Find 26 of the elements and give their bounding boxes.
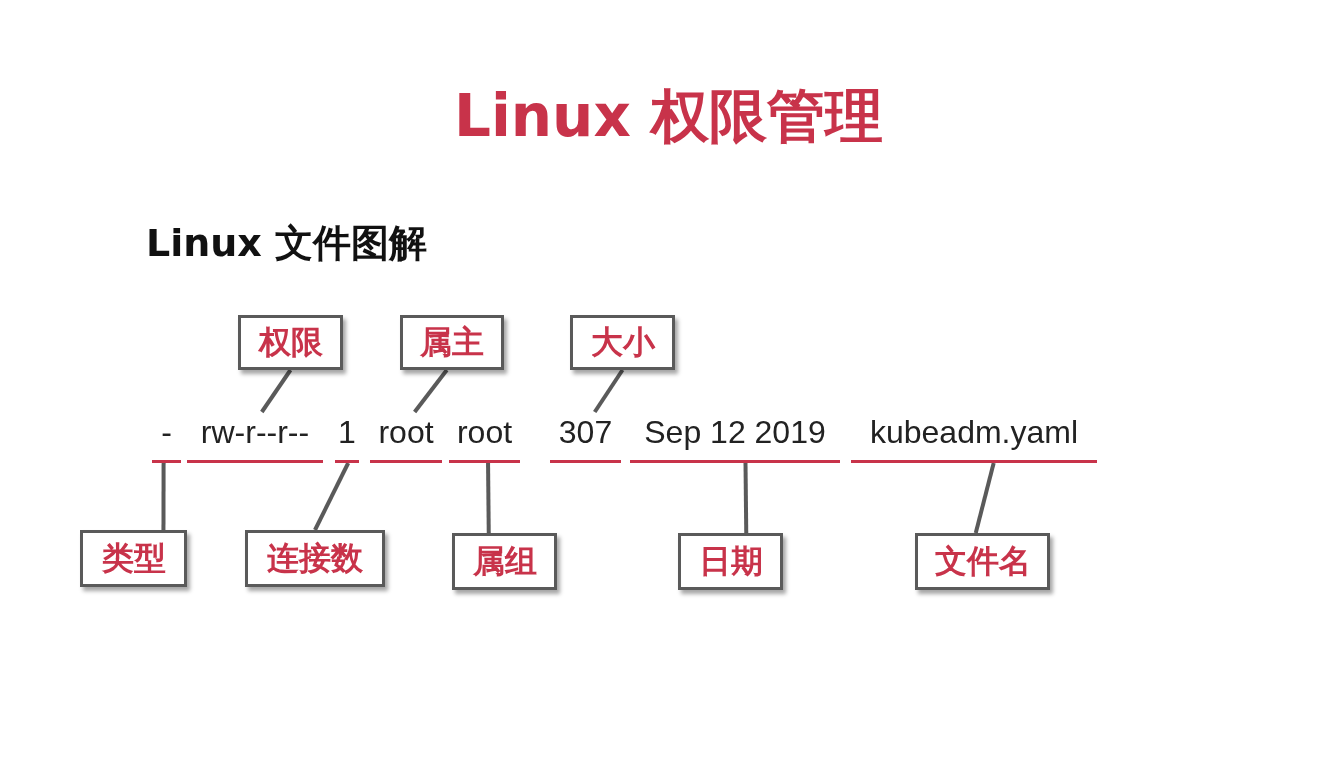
underlined-text: 1 — [335, 412, 359, 463]
leader-line — [313, 462, 350, 531]
underlined-text: rw-r--r-- — [187, 412, 323, 463]
underlined-text: - — [152, 412, 181, 463]
callout-box: 大小 — [570, 315, 675, 370]
callout-box: 类型 — [80, 530, 187, 587]
leader-line — [593, 368, 625, 414]
callout-box: 属主 — [400, 315, 504, 370]
callout-box: 权限 — [238, 315, 343, 370]
underlined-text: Sep 12 2019 — [630, 412, 840, 463]
callout-box: 日期 — [678, 533, 783, 590]
subtitle: Linux 文件图解 — [146, 220, 428, 267]
underlined-text: kubeadm.yaml — [851, 412, 1097, 463]
underlined-text: 307 — [550, 412, 621, 463]
leader-line — [161, 463, 166, 530]
title: Linux 权限管理 — [453, 81, 884, 152]
underlined-text: root — [449, 412, 520, 463]
leader-line — [973, 462, 996, 534]
leader-line — [743, 462, 749, 534]
callout-box: 文件名 — [915, 533, 1050, 590]
underlined-text: root — [370, 412, 442, 463]
callout-box: 连接数 — [245, 530, 385, 587]
leader-line — [486, 462, 491, 534]
callout-box: 属组 — [452, 533, 557, 590]
leader-line — [413, 368, 449, 414]
leader-line — [260, 368, 293, 414]
